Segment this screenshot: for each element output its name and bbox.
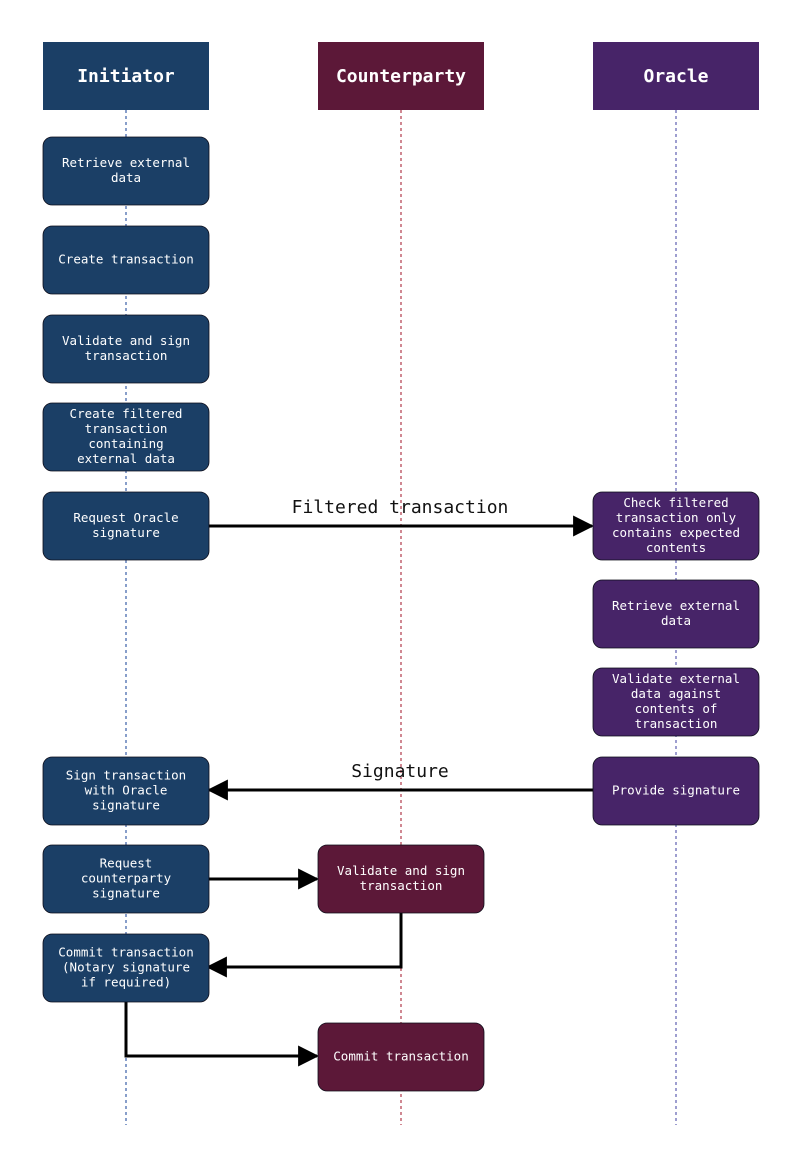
oracle-step-text: Retrieve external [612,598,740,613]
initiator-step-text: Create transaction [58,252,193,267]
initiator-step-text: signature [92,886,160,901]
counterparty-step-text: Validate and sign [337,863,465,878]
counterparty-step-box: Commit transaction [317,1022,485,1092]
signature-label: Signature [351,761,449,782]
initiator-step-text: Request [100,856,153,871]
counterparty-lane-header: Counterparty [318,42,484,110]
commit-to-counterparty-arrow [124,1002,320,1067]
initiator-lane-header: Initiator [43,42,209,110]
oracle-lane-header: Oracle [593,42,759,110]
oracle-step-text: Check filtered [623,495,728,510]
initiator-lane-title: Initiator [77,66,175,87]
initiator-step-text: external data [77,451,175,466]
counterparty-lane-title: Counterparty [336,66,466,87]
initiator-step-text: signature [92,798,160,813]
initiator-step-box: Create transaction [42,225,210,295]
initiator-step-text: Create filtered [70,406,183,421]
oracle-step-text: data against [631,686,721,701]
oracle-step-text: data [661,613,691,628]
initiator-step-text: Retrieve external [62,155,190,170]
oracle-step-box: Provide signature [592,756,760,826]
initiator-step-text: with Oracle [85,783,168,798]
initiator-step-text: signature [92,525,160,540]
initiator-step-text: data [111,170,141,185]
initiator-step-text: Request Oracle [73,510,178,525]
initiator-step-text: transaction [85,348,168,363]
filtered-transaction-label: Filtered transaction [292,497,509,518]
oracle-step-text: contains expected [612,525,740,540]
initiator-step-text: Commit transaction [58,945,193,960]
counterparty-step-text: Commit transaction [333,1049,468,1064]
oracle-lane-title: Oracle [643,66,708,87]
initiator-step-text: (Notary signature [62,960,190,975]
oracle-step-text: transaction [635,716,718,731]
initiator-step-text: if required) [81,975,171,990]
oracle-step-text: Provide signature [612,783,740,798]
initiator-step-text: transaction [85,421,168,436]
initiator-step-text: Sign transaction [66,768,186,783]
initiator-step-box: Create filteredtransactioncontainingexte… [42,402,210,472]
counterparty-step-text: transaction [360,878,443,893]
oracle-step-text: contents of [635,701,718,716]
counterparty-signed-return-arrow [205,913,403,978]
oracle-step-text: transaction only [616,510,737,525]
initiator-step-text: containing [88,436,163,451]
initiator-step-text: counterparty [81,871,172,886]
initiator-step-text: Validate and sign [62,333,190,348]
oracle-step-text: Validate external [612,671,740,686]
oracle-step-text: contents [646,540,706,555]
